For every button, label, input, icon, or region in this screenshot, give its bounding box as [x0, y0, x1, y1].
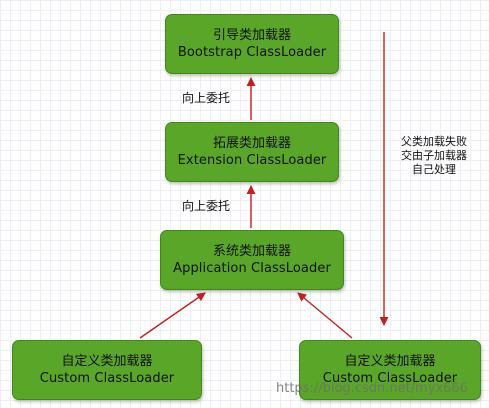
delegate-lower-label: 向上委托: [182, 199, 231, 213]
bootstrap-classloader-node: 引导类加载器 Bootstrap ClassLoader: [165, 14, 339, 74]
custom-left-en-label: Custom ClassLoader: [39, 370, 175, 386]
delegate-upper-label: 向上委托: [182, 91, 231, 105]
parent-fail-note-line1: 父类加载失败: [401, 135, 467, 148]
custom-classloader-right-node: 自定义类加载器 Custom ClassLoader: [299, 340, 481, 400]
parent-fail-note-line3: 自己处理: [412, 163, 456, 176]
parent-fail-note: 父类加载失败 交由子加载器 自己处理: [392, 135, 476, 177]
parent-fail-note-line2: 交由子加载器: [401, 149, 467, 162]
custom-classloader-left-node: 自定义类加载器 Custom ClassLoader: [12, 340, 202, 400]
extension-en-label: Extension ClassLoader: [177, 152, 327, 168]
custom-left-zh-label: 自定义类加载器: [61, 353, 153, 369]
watermark-text: https://blog.csdn.net/myx666: [276, 381, 468, 396]
bootstrap-zh-label: 引导类加载器: [212, 27, 291, 43]
application-classloader-node: 系统类加载器 Application ClassLoader: [160, 230, 344, 290]
bootstrap-en-label: Bootstrap ClassLoader: [177, 44, 327, 60]
custom-right-en-label: Custom ClassLoader: [322, 370, 458, 386]
application-en-label: Application ClassLoader: [173, 260, 331, 276]
custom-right-zh-label: 自定义类加载器: [344, 353, 436, 369]
extension-zh-label: 拓展类加载器: [212, 135, 291, 151]
arrow-custom-right-to-application: [297, 292, 353, 339]
extension-classloader-node: 拓展类加载器 Extension ClassLoader: [165, 122, 339, 182]
application-zh-label: 系统类加载器: [212, 243, 291, 259]
arrow-custom-left-to-application: [139, 292, 206, 339]
